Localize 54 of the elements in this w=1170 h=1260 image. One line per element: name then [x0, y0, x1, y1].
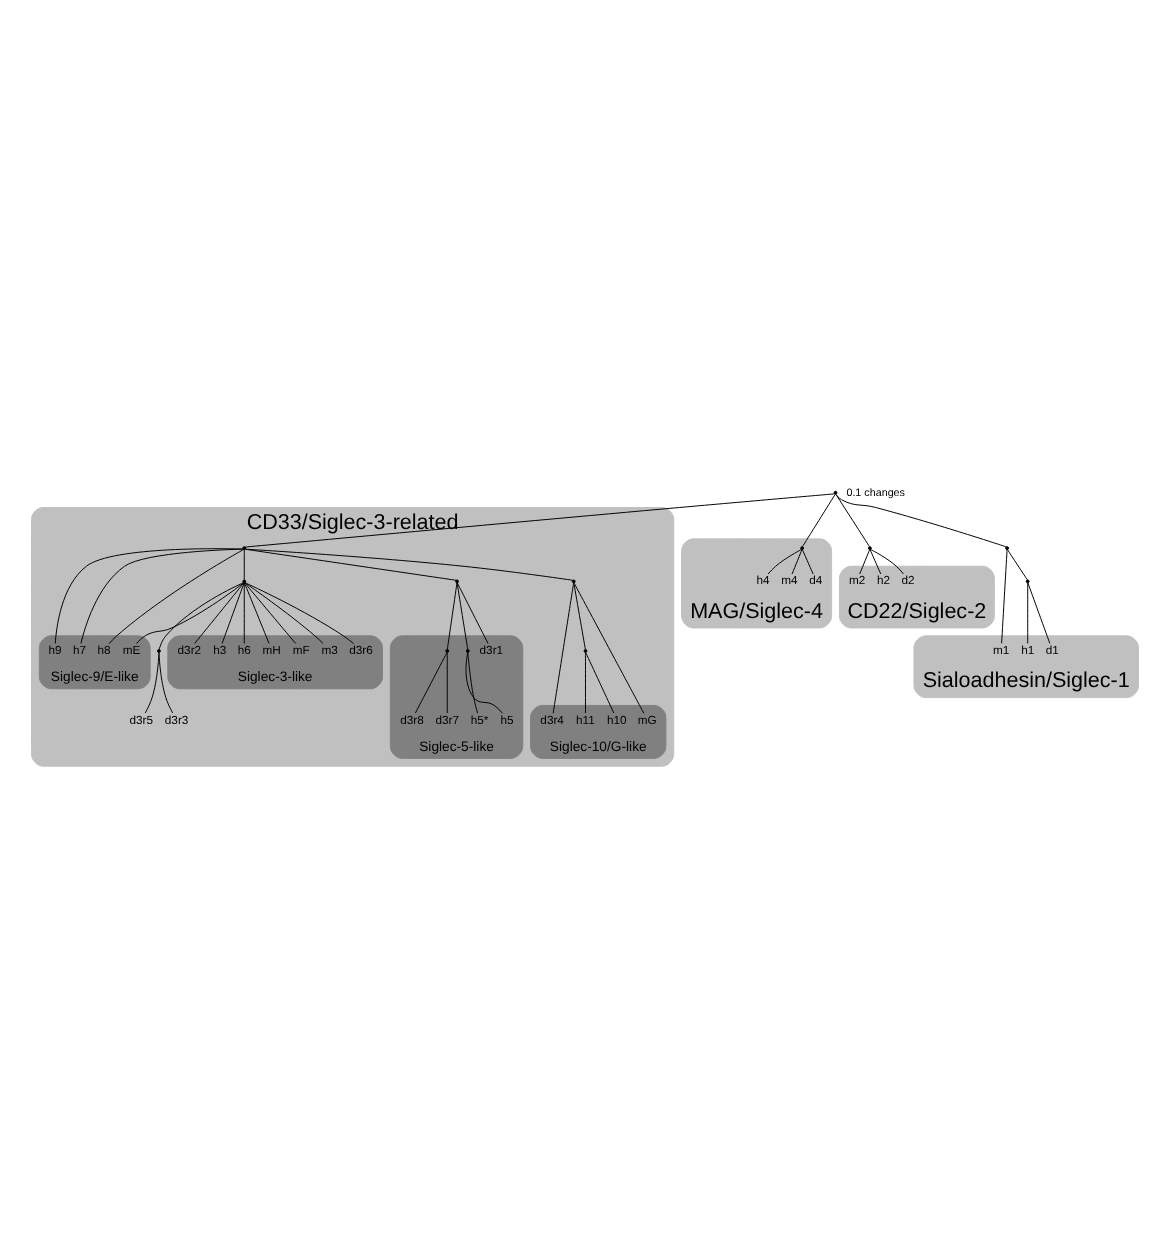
connector — [244, 582, 355, 645]
connector — [802, 493, 836, 548]
connector — [573, 582, 586, 650]
connector — [456, 582, 469, 650]
connector — [791, 549, 803, 575]
connector — [244, 582, 297, 644]
connector — [243, 549, 245, 581]
node-point — [1005, 546, 1009, 551]
node-point — [833, 490, 838, 495]
node-point — [867, 546, 872, 551]
connector — [585, 651, 615, 714]
connector — [767, 549, 802, 575]
connector — [221, 582, 245, 644]
node-point — [242, 546, 247, 551]
connector — [456, 582, 489, 644]
connector — [835, 493, 1007, 548]
node-point — [465, 649, 470, 653]
connector — [1027, 582, 1029, 644]
connector — [1001, 549, 1008, 644]
connector — [835, 493, 870, 548]
connector — [158, 652, 174, 714]
node-point — [157, 649, 161, 653]
connector — [108, 549, 244, 645]
connector — [552, 582, 575, 714]
node-point — [455, 579, 459, 584]
connector — [446, 582, 458, 650]
connector — [144, 652, 160, 714]
connector — [446, 651, 448, 714]
connector — [465, 652, 503, 714]
connector — [194, 582, 245, 644]
connector — [158, 582, 244, 650]
connector — [467, 652, 479, 714]
connector — [585, 651, 586, 714]
connector — [244, 582, 324, 644]
connector — [245, 548, 574, 581]
connector — [802, 549, 814, 575]
connector — [1027, 582, 1051, 644]
node-point — [1025, 579, 1030, 584]
connector — [243, 582, 270, 644]
node-point — [800, 546, 805, 551]
connector — [1007, 549, 1028, 581]
connector — [859, 549, 870, 575]
node-point — [571, 579, 576, 584]
node-point — [242, 579, 247, 584]
connector — [136, 582, 245, 644]
connector — [869, 549, 882, 575]
connector — [414, 651, 448, 714]
node-point — [583, 649, 588, 653]
connector — [243, 582, 245, 644]
node-point — [445, 649, 450, 653]
connector — [244, 493, 835, 548]
connector — [870, 548, 904, 575]
connector — [244, 548, 457, 581]
connector — [573, 582, 645, 714]
